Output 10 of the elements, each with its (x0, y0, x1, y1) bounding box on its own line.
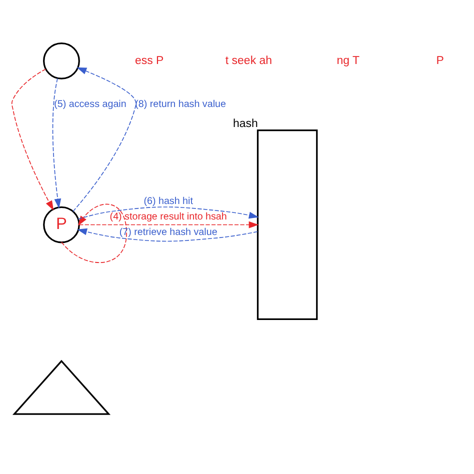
node-label: hash (232, 118, 258, 130)
edge-label: (6) hash hit (144, 195, 193, 206)
label: ess P (134, 54, 164, 66)
edge-label: (4) storage result into hsah (110, 211, 227, 222)
edge-label: (7) retrieve hash value (119, 226, 218, 238)
edge-label: (5) access again (54, 98, 126, 110)
edge-label: (8) return hash value (135, 98, 226, 110)
label: P (436, 54, 444, 66)
label: ng T (336, 54, 360, 66)
label: t seek ah (225, 54, 272, 66)
